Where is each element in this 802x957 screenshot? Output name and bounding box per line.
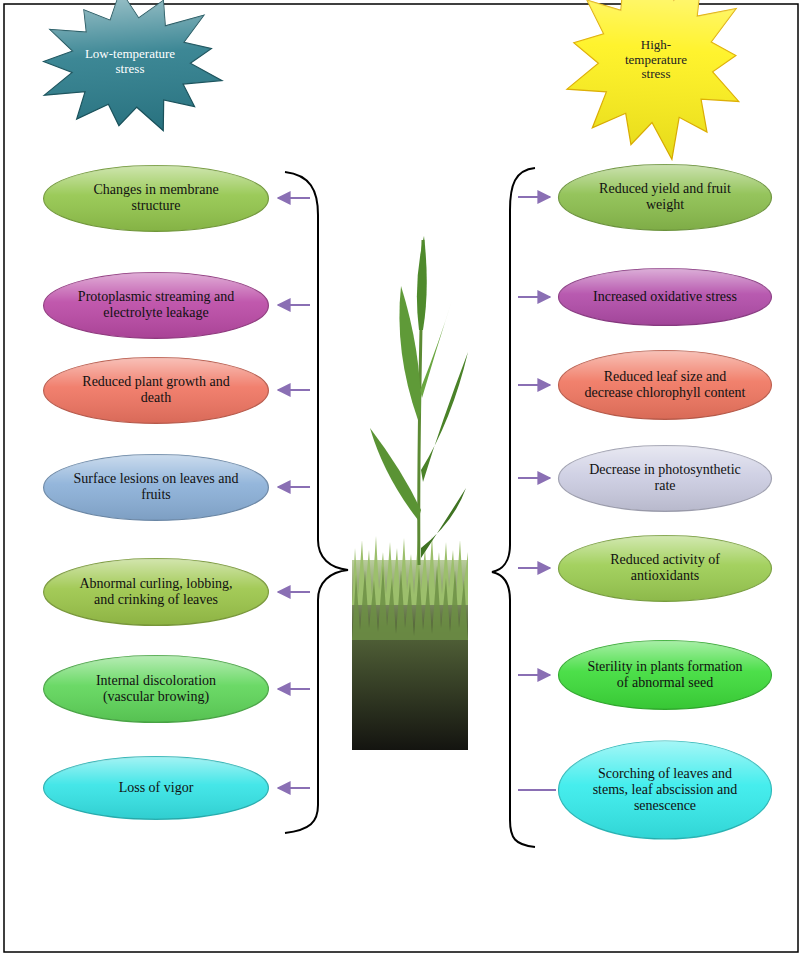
effect-ellipse: Increased oxidative stress <box>557 268 773 326</box>
left-bracket <box>285 172 348 833</box>
node-text-block: Increased oxidative stress <box>593 289 737 305</box>
effect-label: Reduced leaf size and decrease chlorophy… <box>583 369 747 401</box>
node-text-block: Reduced leaf size and decrease chlorophy… <box>583 369 747 401</box>
effect-ellipse: Loss of vigor <box>42 756 270 820</box>
effect-label: Reduced activity of antioxidants <box>583 552 747 584</box>
effect-label: Sterility in plants formation of abnorma… <box>583 659 747 691</box>
stress-starburst: Low-temperature stress <box>34 0 227 135</box>
frame <box>4 4 798 952</box>
node-text-block: Loss of vigor <box>119 780 194 796</box>
effect-label: Changes in membrane structure <box>70 182 243 214</box>
effect-ellipse: Scorching of leaves and stems, leaf absc… <box>557 740 773 840</box>
node-text-block: Reduced plant growth and death <box>70 374 243 406</box>
node-text-block: Reduced activity of antioxidants <box>583 552 747 584</box>
effect-ellipse: Abnormal curling, lobbing, and crinking … <box>42 558 270 626</box>
effect-ellipse: Changes in membrane structure <box>42 165 270 232</box>
effect-ellipse: Decrease in photosynthetic rate <box>557 445 773 512</box>
stress-heading: Low-temperature stress <box>82 47 178 77</box>
stress-heading: High-temperature stress <box>610 38 702 83</box>
bracket-arrows <box>278 197 556 790</box>
node-text-block: High-temperature stress <box>610 38 702 83</box>
effect-ellipse: Internal discoloration (vascular browing… <box>42 655 270 723</box>
node-text-block: Reduced yield and fruit weight <box>583 181 747 213</box>
effect-label: Reduced yield and fruit weight <box>583 181 747 213</box>
effect-label: Internal discoloration (vascular browing… <box>70 673 243 705</box>
effect-label: Protoplasmic streaming and electrolyte l… <box>70 289 243 321</box>
effect-ellipse: Reduced plant growth and death <box>42 357 270 424</box>
effect-ellipse: Sterility in plants formation of abnorma… <box>557 640 773 710</box>
node-text-block: Sterility in plants formation of abnorma… <box>583 659 747 691</box>
effect-ellipse: Reduced activity of antioxidants <box>557 535 773 602</box>
effect-label: Abnormal curling, lobbing, and crinking … <box>70 576 243 608</box>
effect-label: Scorching of leaves and stems, leaf absc… <box>583 766 747 814</box>
effect-ellipse: Protoplasmic streaming and electrolyte l… <box>42 272 270 339</box>
node-text-block: Surface lesions on leaves and fruits <box>70 471 243 503</box>
node-text-block: Protoplasmic streaming and electrolyte l… <box>70 289 243 321</box>
effect-label: Increased oxidative stress <box>593 289 737 305</box>
node-text-block: Low-temperature stress <box>82 47 178 77</box>
right-bracket <box>492 168 535 847</box>
effect-ellipse: Surface lesions on leaves and fruits <box>42 454 270 521</box>
effect-label: Loss of vigor <box>119 780 194 796</box>
effect-label: Surface lesions on leaves and fruits <box>70 471 243 503</box>
effect-ellipse: Reduced leaf size and decrease chlorophy… <box>557 350 773 420</box>
node-text-block: Abnormal curling, lobbing, and crinking … <box>70 576 243 608</box>
node-text-block: Internal discoloration (vascular browing… <box>70 673 243 705</box>
node-text-block: Decrease in photosynthetic rate <box>583 462 747 494</box>
stress-starburst: High-temperature stress <box>563 0 749 161</box>
effect-ellipse: Reduced yield and fruit weight <box>557 164 773 231</box>
plant-illustration <box>352 236 468 750</box>
effect-label: Reduced plant growth and death <box>70 374 243 406</box>
node-text-block: Changes in membrane structure <box>70 182 243 214</box>
node-text-block: Scorching of leaves and stems, leaf absc… <box>583 766 747 814</box>
effect-label: Decrease in photosynthetic rate <box>583 462 747 494</box>
